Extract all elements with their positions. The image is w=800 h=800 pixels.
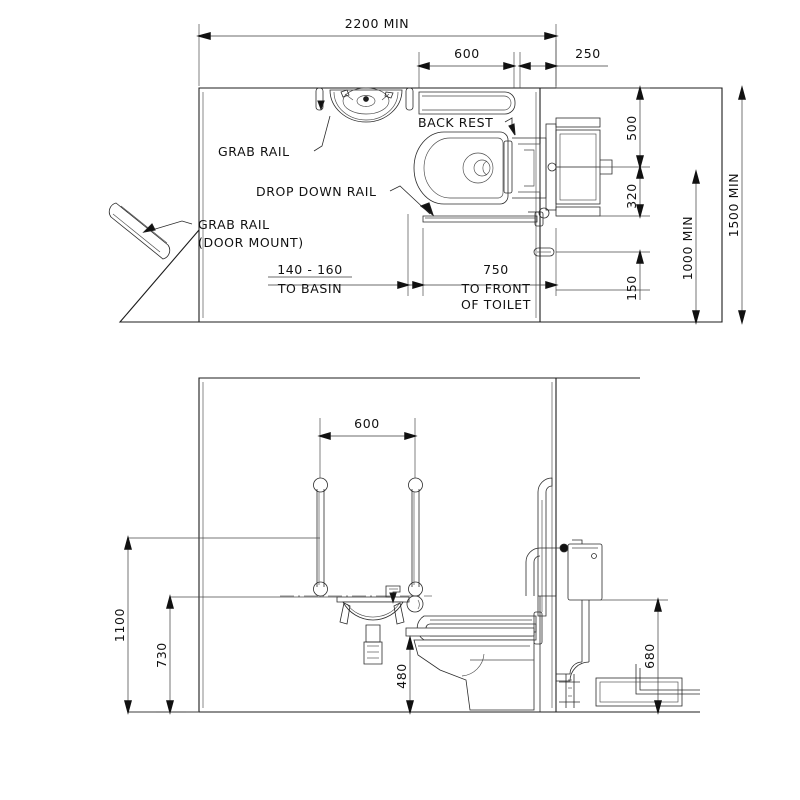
plan-dim-backrest-to-rail: 500: [556, 85, 650, 170]
plan-dim-overall-width-text: 2200 MIN: [345, 16, 409, 31]
plan-dim-toilet-front-note-2: OF TOILET: [461, 297, 531, 312]
elevation-dim-rail-height-text: 1100: [112, 608, 127, 642]
plan-dim-basin-clearance-note: TO BASIN: [277, 281, 342, 296]
elevation-toilet-pan: [405, 627, 535, 711]
plan-door-mount-grab-rail: [108, 202, 171, 260]
plan-dim-flush-height-text: 1000 MIN: [680, 216, 695, 280]
plan-view: 2200 MIN 600 250 140 -: [108, 16, 746, 325]
plan-dim-basin-clearance-value: 140 - 160: [277, 262, 343, 277]
elevation-vertical-grab-rail-right: [408, 477, 423, 597]
plan-label-grab-rail: GRAB RAIL: [218, 115, 331, 159]
plan-dim-overall-depth: 1500 MIN: [726, 85, 746, 325]
plan-dim-rail-spacing-text: 600: [454, 46, 480, 61]
plan-label-back-rest-text: BACK REST: [418, 115, 493, 130]
plan-dim-backrest-to-rail-text: 500: [624, 115, 639, 141]
elevation-vertical-grab-rail-left: [313, 477, 328, 597]
elevation-drop-down-rail: [406, 595, 543, 645]
plan-dim-toilet-front: 750 TO FRONT OF TOILET: [423, 228, 559, 312]
plan-label-grab-rail-text: GRAB RAIL: [218, 144, 290, 159]
plan-label-door-mount-grab-rail: GRAB RAIL (DOOR MOUNT): [142, 217, 304, 250]
plan-cistern: [528, 117, 613, 219]
plan-dim-low-rail: 150: [556, 249, 650, 301]
elevation-dim-basin-height: 730: [154, 594, 337, 715]
plan-drop-down-rail: [422, 211, 544, 227]
plan-label-door-mount-grab-rail-text: GRAB RAIL: [198, 217, 270, 232]
plan-label-drop-down-rail: DROP DOWN RAIL: [256, 184, 435, 217]
elevation-dim-rail-height: 1100: [112, 535, 320, 715]
plan-dim-rail-spacing: 600: [416, 46, 517, 88]
plan-dim-toilet-front-note-1: TO FRONT: [461, 281, 531, 296]
plan-toilet-pan: [413, 131, 547, 205]
plan-dim-cistern-offset: 250: [517, 40, 608, 88]
plan-low-rail: [533, 247, 555, 257]
elevation-cistern: [525, 539, 700, 708]
plan-dim-toilet-front-value: 750: [483, 262, 509, 277]
plan-basin: [329, 87, 403, 123]
plan-dim-cistern-offset-text: 250: [575, 46, 601, 61]
elevation-corner-grab-rail: [537, 477, 556, 617]
plan-dim-overall-width: 2200 MIN: [196, 16, 559, 86]
plan-label-door-mount-grab-rail-note: (DOOR MOUNT): [198, 235, 304, 250]
plan-dim-rail-drop-text: 320: [624, 183, 639, 209]
plan-back-rest: [418, 91, 516, 115]
plan-dim-overall-depth-text: 1500 MIN: [726, 173, 741, 237]
elevation-wall-outline: [128, 377, 700, 713]
elevation-dim-seat-height: 480: [394, 635, 414, 715]
elevation-dim-flush-height: 680: [600, 597, 668, 715]
plan-dim-low-rail-text: 150: [624, 275, 639, 301]
elevation-dim-rail-spacing: 600: [317, 416, 418, 478]
plan-basin-rails: [315, 87, 414, 111]
plan-dim-rail-drop: 320: [556, 164, 650, 219]
elevation-dim-seat-height-text: 480: [394, 663, 409, 689]
elevation-dim-basin-height-text: 730: [154, 642, 169, 668]
plan-label-back-rest: BACK REST: [418, 115, 516, 136]
elevation-dim-flush-height-text: 680: [642, 643, 657, 669]
elevation-basin: [336, 585, 410, 665]
plan-dim-flush-height: 1000 MIN: [680, 169, 700, 325]
elevation-view: 600 1100 730 480: [112, 377, 700, 715]
elevation-dim-rail-spacing-text: 600: [354, 416, 380, 431]
plan-dim-basin-clearance: 140 - 160 TO BASIN: [268, 214, 426, 296]
plan-label-drop-down-rail-text: DROP DOWN RAIL: [256, 184, 377, 199]
